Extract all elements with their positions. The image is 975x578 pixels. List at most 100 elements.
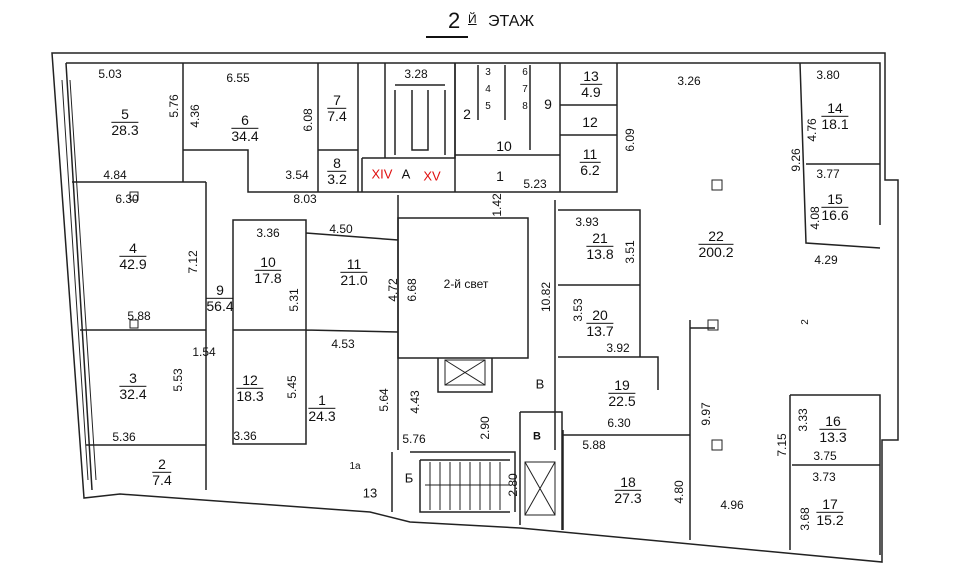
room-number: 6: [231, 113, 259, 129]
room-area: 32.4: [119, 385, 147, 402]
title-underline: [426, 36, 468, 38]
room-area: 22.5: [608, 392, 636, 409]
room-number: 16: [819, 414, 847, 430]
room-area: 28.3: [111, 121, 139, 138]
stall-label: 6: [522, 67, 528, 78]
room-area: 34.4: [231, 127, 259, 144]
room-number: 15: [821, 192, 849, 208]
dimension: 4.72: [386, 278, 400, 302]
dimension: 4.08: [808, 206, 822, 230]
room-number: 9: [206, 283, 234, 299]
room-number: 21: [586, 231, 614, 247]
label-axis-xv: XV: [423, 168, 441, 184]
dimension: 4.80: [672, 480, 686, 504]
label-room-13: 13: [362, 485, 378, 501]
dimension: 4.53: [331, 337, 355, 351]
stair-b-treads: [425, 462, 510, 510]
floor-suffix: Й: [468, 12, 477, 26]
dimension: 3.77: [816, 167, 840, 181]
room-area: 21.0: [340, 271, 368, 288]
dimension: 3.51: [623, 240, 637, 264]
dimension: 6.09: [623, 128, 637, 152]
room-area: 56.4: [206, 297, 234, 314]
room-number: 2: [152, 457, 172, 473]
room-number: 3: [119, 371, 147, 387]
dimension: 4.50: [329, 222, 353, 236]
dimension: 9.26: [789, 148, 803, 172]
room-number: 20: [586, 308, 614, 324]
dimension: 3.53: [571, 298, 585, 322]
room-number: 22: [698, 229, 734, 245]
dimension: 3.26: [677, 74, 701, 88]
walls-right-rooms: [789, 62, 881, 555]
dimension: 3.33: [796, 408, 810, 432]
dimension: 3.36: [233, 429, 257, 443]
dimension: 7.15: [775, 433, 789, 457]
dimension: 3.92: [606, 341, 630, 355]
dimension: 4.96: [720, 498, 744, 512]
dimension: 10.82: [539, 281, 553, 313]
room-area: 4.9: [581, 83, 601, 100]
label-atrium: 2-й свет: [443, 277, 489, 291]
floor-number: 2: [448, 8, 461, 33]
label-corridor-1: 1: [496, 168, 504, 184]
dimension: 4.43: [408, 390, 422, 414]
walls-left: [72, 63, 560, 490]
room-number: 5: [111, 107, 139, 123]
label-wc-9: 9: [544, 96, 552, 112]
dimension: 3.93: [575, 215, 599, 229]
dimension: 3.36: [256, 226, 280, 240]
room-area: 13.8: [586, 245, 614, 262]
dimension: 3.68: [798, 507, 812, 531]
dimension: 4.76: [805, 118, 819, 142]
atrium: [397, 217, 529, 393]
room-area: 15.2: [816, 511, 844, 528]
floor-word: ЭТАЖ: [488, 13, 535, 30]
room-area: 18.3: [236, 387, 264, 404]
dimension: 2.80: [506, 473, 520, 497]
label-stair-b: Б: [404, 470, 414, 486]
dimension: 3.28: [404, 67, 428, 81]
dimension: 4.36: [188, 104, 202, 128]
room-number: 14: [821, 101, 849, 117]
dimension: 4.84: [103, 168, 127, 182]
dimension: 9.97: [699, 402, 713, 426]
dimension: 7.12: [186, 250, 200, 274]
dimension: 6.68: [405, 278, 419, 302]
room-number: 7: [327, 93, 347, 109]
room-number: 13: [580, 69, 602, 85]
dimension: 5.45: [285, 375, 299, 399]
room-area: 16.6: [821, 206, 849, 223]
dimension: 5.76: [402, 432, 426, 446]
room-area: 13.7: [586, 322, 614, 339]
dimension: 3.80: [816, 68, 840, 82]
outer-wall: [51, 52, 899, 563]
stair-a: [361, 63, 456, 192]
room-number: 19: [608, 378, 636, 394]
stall-label: 4: [485, 84, 491, 95]
dimension: 6.55: [226, 71, 250, 85]
dimension: 5.76: [167, 94, 181, 118]
room-number: 11: [579, 147, 601, 163]
dimension: 2.90: [478, 416, 492, 440]
room-number: 17: [816, 497, 844, 513]
room-area: 42.9: [119, 255, 147, 272]
room-area: 17.8: [254, 269, 282, 286]
dimension: 5.88: [582, 438, 606, 452]
room-area: 6.2: [580, 161, 600, 178]
